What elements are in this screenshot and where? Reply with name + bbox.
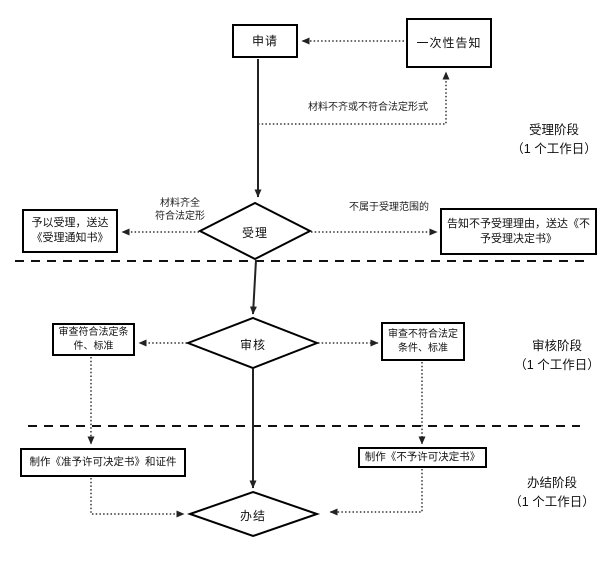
node-complete-label: 办结	[239, 509, 266, 523]
node-make-permit: 制作《准予许可决定书》和证件	[20, 448, 186, 477]
edge-label-materials-complete-line2: 符合法定形	[155, 211, 205, 222]
stage-accept-name: 受理阶段	[528, 123, 579, 137]
review-diamond-shape	[185, 316, 320, 370]
edge-incomplete-to-notice	[258, 71, 450, 125]
node-accept-denied: 告知不予受理理由，送达《不予受理决定书》	[440, 208, 597, 255]
node-review-label: 审核	[239, 338, 266, 352]
stage-label-accept: 受理阶段 （1 个工作日）	[503, 121, 605, 159]
edge-label-out-of-scope: 不属于受理范围的	[349, 202, 429, 213]
stage-accept-duration: （1 个工作日）	[511, 142, 597, 156]
node-one-time-notice: 一次性告知	[406, 18, 492, 68]
edge-permit-to-complete	[90, 478, 185, 518]
stage-complete-duration: （1 个工作日）	[509, 495, 595, 509]
stage-label-review: 审核阶段 （1 个工作日）	[509, 337, 605, 375]
edge-accept-to-review	[249, 259, 257, 315]
node-review-fail: 审查不符合法定条件、标准	[381, 322, 465, 361]
node-apply: 申请	[232, 24, 298, 58]
edge-denial-to-complete	[329, 469, 423, 516]
node-accept-granted: 予以受理，送达《受理通知书》	[22, 209, 118, 253]
accept-diamond-shape	[197, 201, 313, 261]
stage-review-name: 审核阶段	[531, 339, 582, 353]
stage-complete-name: 办结阶段	[526, 476, 577, 490]
edge-label-materials-incomplete: 材料不齐或不符合法定形式	[308, 102, 428, 113]
node-accept-label: 受理	[241, 226, 268, 240]
edge-label-materials-complete-line1: 材料齐全	[160, 198, 200, 209]
node-make-denial: 制作《不予许可决定书》	[358, 447, 487, 468]
edge-label-materials-complete: 材料齐全 符合法定形	[138, 197, 222, 223]
node-review-pass: 审查符合法定条件、标准	[52, 323, 135, 356]
complete-diamond-shape	[186, 490, 321, 538]
stage-label-complete: 办结阶段 （1 个工作日）	[499, 474, 605, 512]
stage-review-duration: （1 个工作日）	[514, 358, 600, 372]
